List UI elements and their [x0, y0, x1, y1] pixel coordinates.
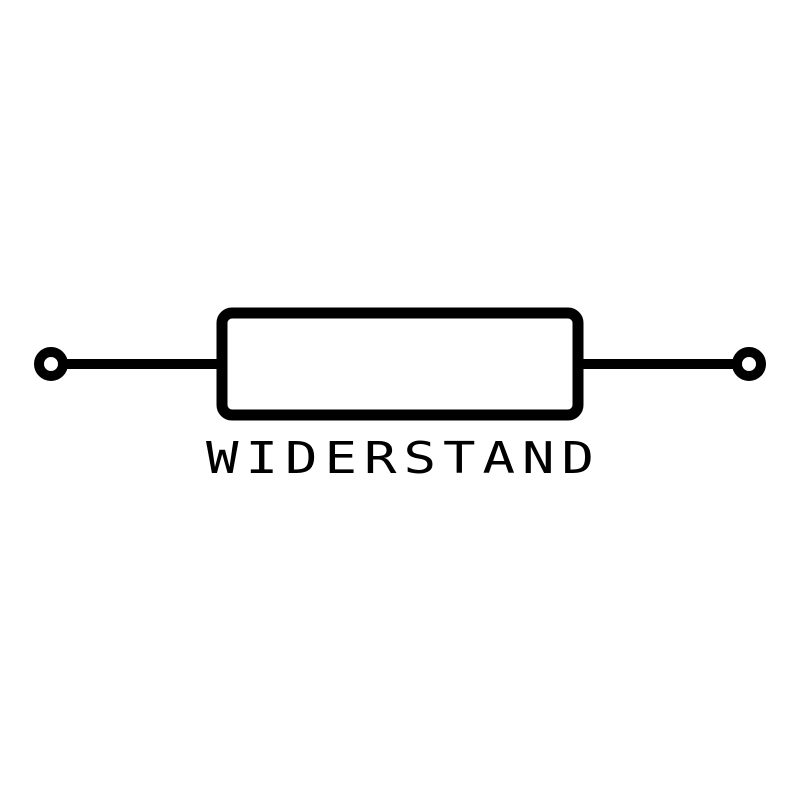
left-terminal-ring [34, 347, 68, 381]
component-label: WIDERSTAND [205, 433, 602, 484]
right-terminal-ring [732, 347, 766, 381]
left-lead-wire [51, 359, 228, 369]
right-lead-wire [572, 359, 749, 369]
resistor-body-rectangle [216, 307, 584, 421]
